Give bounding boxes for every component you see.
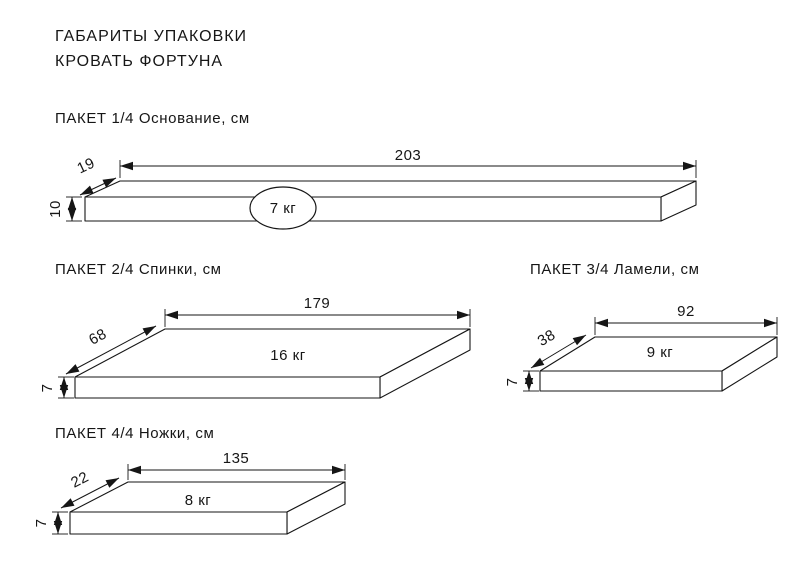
weight-label: 16 кг — [270, 347, 305, 364]
package-4-diagram: 135 22 7 8 кг — [33, 450, 346, 535]
length-dimension-label: 92 — [677, 303, 695, 320]
package-2-diagram: 179 68 7 16 кг — [39, 295, 471, 399]
depth-dimension-label: 19 — [74, 154, 97, 177]
package-1-diagram: 203 19 10 7 кг — [47, 147, 697, 230]
depth-dimension-label: 68 — [86, 325, 110, 348]
depth-dimension-line — [65, 325, 157, 375]
package-4-heading: ПАКЕТ 4/4 Ножки, см — [55, 425, 215, 442]
box-front-face — [69, 511, 288, 535]
depth-dimension-line — [530, 334, 587, 369]
weight-label: 8 кг — [185, 492, 212, 509]
depth-dimension-label: 38 — [535, 326, 559, 350]
weight-label: 9 кг — [647, 344, 674, 361]
length-dimension-label: 135 — [223, 450, 250, 467]
height-dimension-label: 7 — [39, 384, 56, 393]
package-3-diagram: 92 38 7 9 кг — [504, 303, 778, 392]
box-front-face — [84, 196, 662, 222]
box-front-face — [539, 370, 723, 392]
package-1-heading: ПАКЕТ 1/4 Основание, см — [55, 110, 250, 127]
depth-dimension-line — [60, 477, 120, 509]
title-line-1: ГАБАРИТЫ УПАКОВКИ — [55, 28, 248, 45]
title-line-2: КРОВАТЬ ФОРТУНА — [55, 53, 224, 70]
height-dimension-label: 7 — [33, 519, 50, 528]
height-dimension-label: 7 — [504, 378, 521, 387]
package-2-heading: ПАКЕТ 2/4 Спинки, см — [55, 261, 222, 278]
box-front-face — [74, 376, 381, 399]
length-dimension-label: 203 — [395, 147, 422, 164]
depth-dimension-line — [79, 177, 117, 196]
box-top-face — [84, 180, 697, 198]
length-dimension-label: 179 — [304, 295, 331, 312]
weight-label: 7 кг — [270, 200, 297, 217]
depth-dimension-label: 22 — [68, 468, 91, 491]
height-dimension-label: 10 — [47, 200, 64, 218]
document-title: ГАБАРИТЫ УПАКОВКИ КРОВАТЬ ФОРТУНА — [55, 24, 247, 74]
package-3-heading: ПАКЕТ 3/4 Ламели, см — [530, 261, 700, 278]
weight-ellipse — [249, 186, 317, 230]
